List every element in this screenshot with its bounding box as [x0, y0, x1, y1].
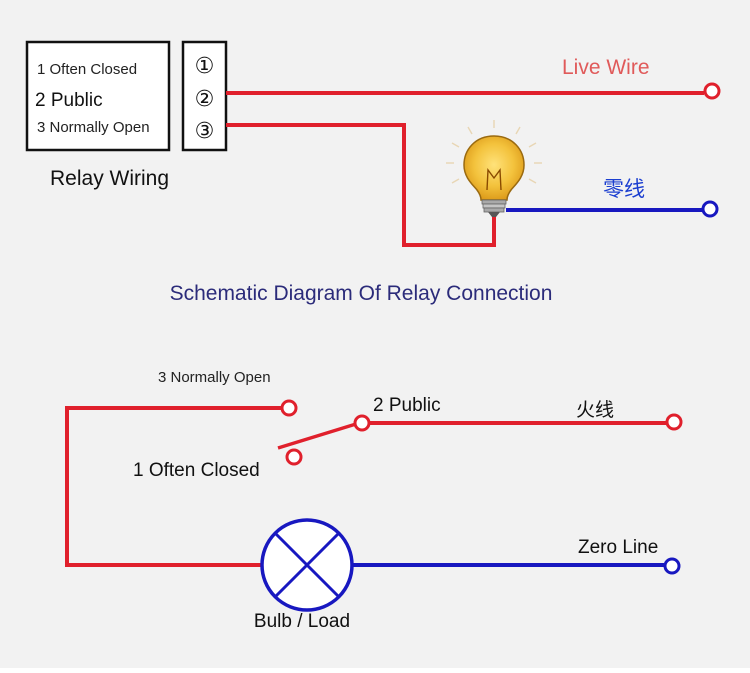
diagram-title: Schematic Diagram Of Relay Connection — [170, 282, 553, 305]
often-closed-contact[interactable] — [285, 448, 303, 466]
terminal-label-public: 2 Public — [35, 90, 103, 111]
terminal-number-2: ② — [195, 86, 215, 111]
live-wire-label: Live Wire — [562, 56, 650, 79]
live-line-label: 火线 — [576, 399, 614, 421]
terminal-number-box: ① ② ③ — [181, 40, 228, 152]
terminal-number-1: ① — [195, 53, 215, 78]
relay-wiring-caption: Relay Wiring — [50, 167, 169, 190]
zero-line-terminal[interactable] — [663, 557, 681, 575]
public-label: 2 Public — [373, 395, 441, 416]
often-closed-label: 1 Often Closed — [133, 460, 260, 481]
zero-line-label: Zero Line — [578, 537, 658, 558]
live-wire-terminal[interactable] — [703, 82, 721, 100]
normally-open-contact[interactable] — [280, 399, 298, 417]
public-contact[interactable] — [353, 414, 371, 432]
load-label: Bulb / Load — [254, 611, 350, 632]
relay-terminal-box: 1 Often Closed 2 Public 3 Normally Open — [25, 40, 171, 152]
switch-lever — [277, 422, 357, 450]
terminal-label-normally-open: 3 Normally Open — [37, 119, 150, 136]
neutral-wire-label: 零线 — [603, 178, 645, 201]
terminal3-to-bulb-wire — [226, 123, 496, 247]
light-bulb-icon — [446, 120, 542, 217]
live-line-terminal[interactable] — [665, 413, 683, 431]
terminal-label-often-closed: 1 Often Closed — [37, 61, 137, 78]
neutral-wire-terminal[interactable] — [701, 200, 719, 218]
normally-open-to-load-wire — [65, 406, 281, 567]
lamp-symbol-icon — [260, 518, 354, 612]
terminal-number-3: ③ — [195, 118, 215, 143]
normally-open-label: 3 Normally Open — [158, 369, 271, 386]
